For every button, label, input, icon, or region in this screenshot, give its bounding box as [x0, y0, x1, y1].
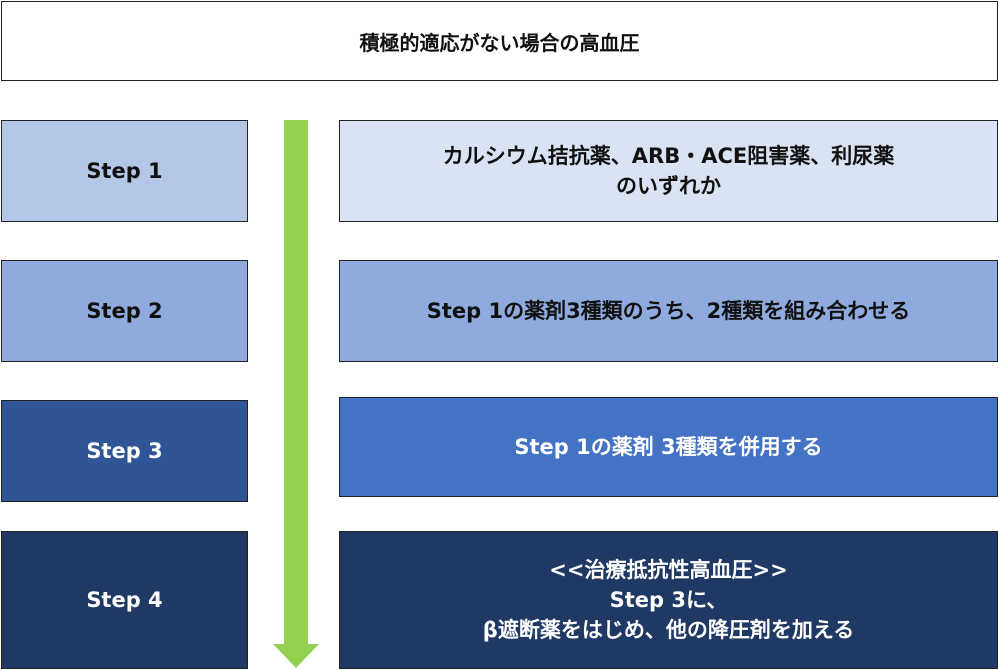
step-2-label: Step 2	[1, 260, 248, 362]
step-1-description-line-2: のいずれか	[616, 174, 721, 198]
step-2-description-line-1: Step 1の薬剤3種類のうち、2種類を組み合わせる	[426, 299, 911, 323]
step-3-description-line-1: Step 1の薬剤 3種類を併用する	[514, 435, 823, 459]
step-4-description-line-2: Step 3に、	[609, 588, 728, 612]
step-3-label: Step 3	[1, 400, 248, 502]
diagram-title: 積極的適応がない場合の高血圧	[1, 1, 998, 81]
step-1-label: Step 1	[1, 120, 248, 222]
step-4-label: Step 4	[1, 531, 248, 669]
down-arrow-icon	[273, 120, 319, 668]
step-4-description-line-3: β遮断薬をはじめ、他の降圧剤を加える	[482, 618, 855, 642]
step-2-description: Step 1の薬剤3種類のうち、2種類を組み合わせる	[339, 260, 998, 362]
step-3-description: Step 1の薬剤 3種類を併用する	[339, 397, 998, 497]
step-4-description: <<治療抵抗性高血圧>> Step 3に、 β遮断薬をはじめ、他の降圧剤を加える	[339, 531, 998, 669]
step-4-description-line-1: <<治療抵抗性高血圧>>	[549, 558, 788, 582]
step-1-description-line-1: カルシウム拮抗薬、ARB・ACE阻害薬、利尿薬	[442, 144, 895, 168]
step-1-description: カルシウム拮抗薬、ARB・ACE阻害薬、利尿薬 のいずれか	[339, 120, 998, 222]
